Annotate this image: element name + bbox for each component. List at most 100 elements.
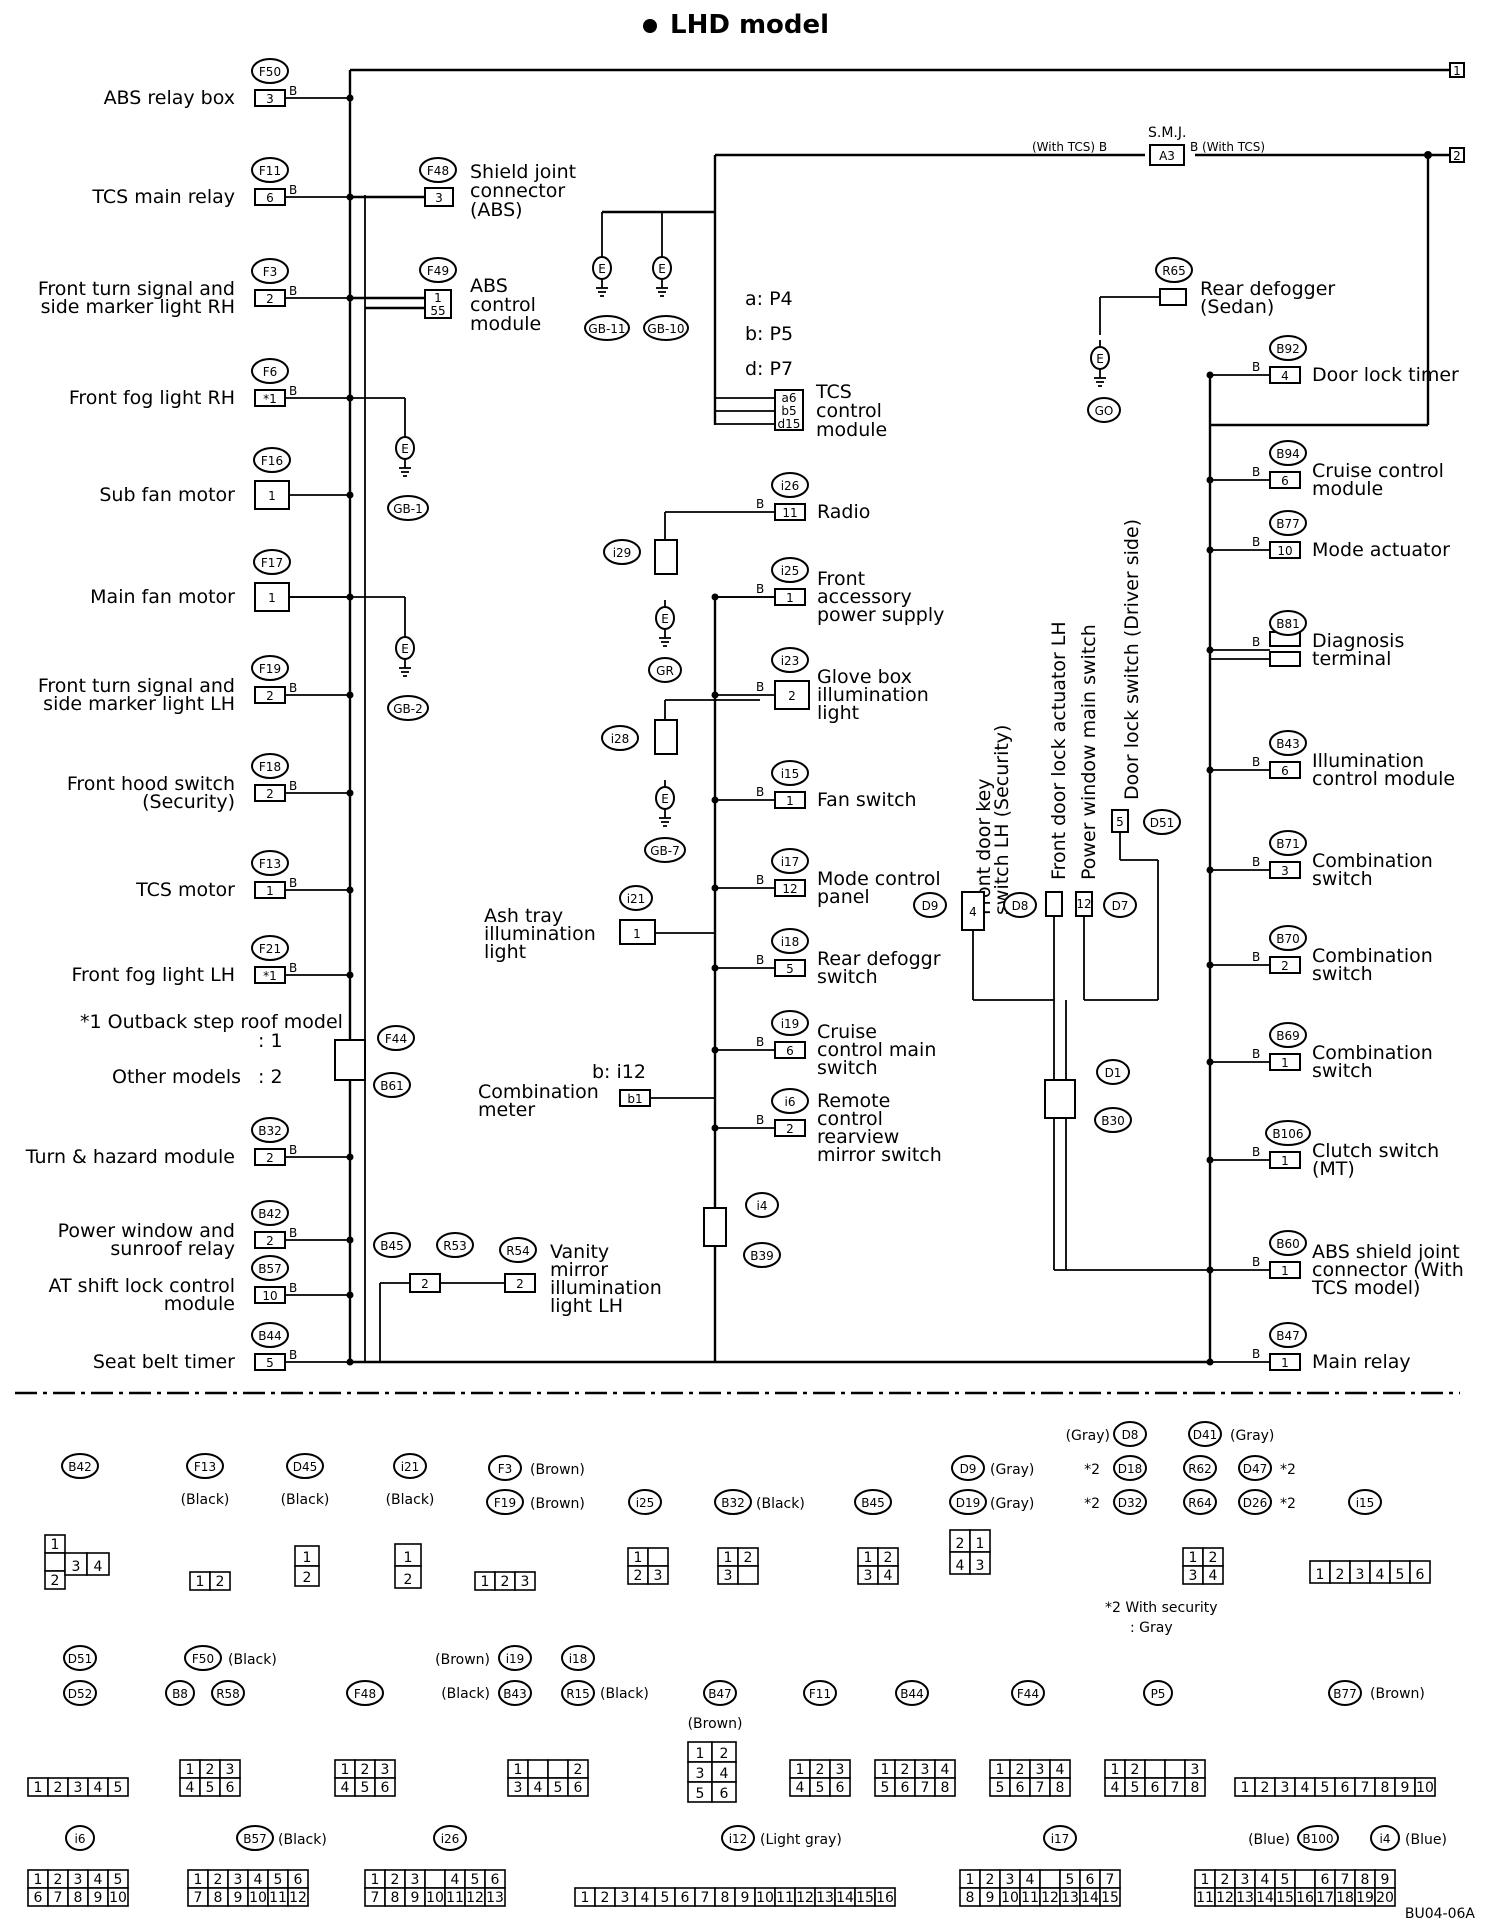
svg-text:8: 8	[1361, 1872, 1370, 1888]
pin-number: 2	[266, 787, 274, 801]
rear-defogger-label: Rear defogger(Sedan)	[1200, 278, 1335, 318]
svg-text:9: 9	[94, 1890, 103, 1906]
wire-color: B	[1252, 1347, 1260, 1361]
svg-text:2: 2	[956, 1536, 965, 1552]
smj-left-note: (With TCS) B	[1032, 140, 1107, 154]
svg-text:2: 2	[1016, 1762, 1025, 1778]
connector-badge: D41	[1193, 1428, 1218, 1442]
component-label: Radio	[817, 501, 870, 523]
legend-text: (Gray)	[1066, 1428, 1110, 1444]
component-label: Front fog light LH	[71, 964, 235, 986]
svg-text:1: 1	[881, 1762, 890, 1778]
ash-tray-badge: i21	[627, 892, 646, 906]
gnd-gb1: GB-1	[393, 502, 423, 516]
svg-text:8: 8	[74, 1890, 83, 1906]
connector-badge: P5	[1151, 1687, 1166, 1701]
svg-text:17: 17	[1316, 1890, 1334, 1906]
connector-badge: F50	[192, 1652, 214, 1666]
tcs-pin-d: d15	[778, 417, 801, 431]
d51-badge: D51	[1150, 816, 1175, 830]
svg-text:4: 4	[94, 1559, 103, 1575]
svg-text:1: 1	[1316, 1567, 1325, 1583]
pin-number: 5	[786, 962, 794, 976]
connector-badge: F13	[259, 857, 281, 871]
b39-badge: B39	[750, 1249, 774, 1263]
connector-badge: D19	[956, 1496, 981, 1510]
legend-text: (Blue)	[1405, 1832, 1447, 1848]
svg-text:3: 3	[921, 1762, 930, 1778]
connector-badge: B81	[1276, 617, 1300, 631]
connector-badge: i6	[785, 1095, 796, 1109]
connector-badge: F48	[354, 1687, 376, 1701]
component-label: Fan switch	[817, 789, 917, 811]
svg-text:12: 12	[466, 1890, 484, 1906]
gnd-gb2: GB-2	[393, 702, 423, 716]
svg-text:4: 4	[186, 1780, 195, 1796]
pin-number: 2	[266, 1151, 274, 1165]
legend-text: (Black)	[441, 1686, 490, 1702]
d1-joint	[1044, 1079, 1076, 1119]
svg-text:3: 3	[1191, 1762, 1200, 1778]
svg-text:13: 13	[816, 1890, 834, 1906]
connector-badge: B57	[258, 1262, 282, 1276]
f48-badge: F48	[427, 164, 449, 178]
svg-text:2: 2	[54, 1872, 63, 1888]
wire-color: B	[289, 84, 297, 98]
svg-text:3: 3	[1006, 1872, 1015, 1888]
legend-text: (Black)	[278, 1832, 327, 1848]
svg-text:1: 1	[976, 1536, 985, 1552]
svg-text:4: 4	[720, 1766, 729, 1782]
svg-text:2: 2	[816, 1762, 825, 1778]
svg-text:3: 3	[1036, 1762, 1045, 1778]
wire-color: B	[289, 183, 297, 197]
pin-number: 2	[788, 689, 796, 703]
legend-text: (Black)	[181, 1492, 230, 1508]
svg-text:5: 5	[996, 1780, 1005, 1796]
pw-switch-label: Power window main switch	[1078, 624, 1100, 880]
connector-badge: B60	[1276, 1237, 1300, 1251]
svg-text:12: 12	[796, 1890, 814, 1906]
svg-text:7: 7	[1341, 1872, 1350, 1888]
svg-text:3: 3	[514, 1780, 523, 1796]
wire-color: B	[289, 1281, 297, 1295]
svg-text:1: 1	[996, 1762, 1005, 1778]
connector-badge: i12	[729, 1832, 748, 1846]
wire-color: B	[289, 779, 297, 793]
svg-text:4: 4	[341, 1780, 350, 1796]
svg-text:3: 3	[724, 1568, 733, 1584]
connector-badge: D45	[293, 1460, 318, 1474]
wire-color: B	[756, 785, 764, 799]
svg-text:4: 4	[956, 1558, 965, 1574]
pin-number: *1	[263, 392, 277, 406]
svg-text:7: 7	[194, 1890, 203, 1906]
svg-text:2: 2	[51, 1573, 60, 1589]
svg-text:1: 1	[34, 1872, 43, 1888]
svg-text:6: 6	[720, 1786, 729, 1802]
connector-badge: B71	[1276, 837, 1300, 851]
terminal-2-label: 2	[1453, 149, 1461, 163]
pin-number: 10	[262, 1289, 277, 1303]
svg-text:5: 5	[361, 1780, 370, 1796]
pin-number: 12	[782, 882, 797, 896]
wire-color: B	[289, 876, 297, 890]
svg-text:5: 5	[696, 1786, 705, 1802]
svg-text:6: 6	[574, 1780, 583, 1796]
svg-text:8: 8	[1191, 1780, 1200, 1796]
pin-number: 11	[782, 506, 797, 520]
wire-color: B	[1252, 1145, 1260, 1159]
wire-color: B	[289, 1143, 297, 1157]
connector-badge: B44	[900, 1687, 924, 1701]
svg-text:10: 10	[1416, 1780, 1434, 1796]
tcs-conn-d: d: P7	[745, 358, 793, 380]
legend-text: (Gray)	[990, 1462, 1034, 1478]
svg-text:4: 4	[884, 1568, 893, 1584]
